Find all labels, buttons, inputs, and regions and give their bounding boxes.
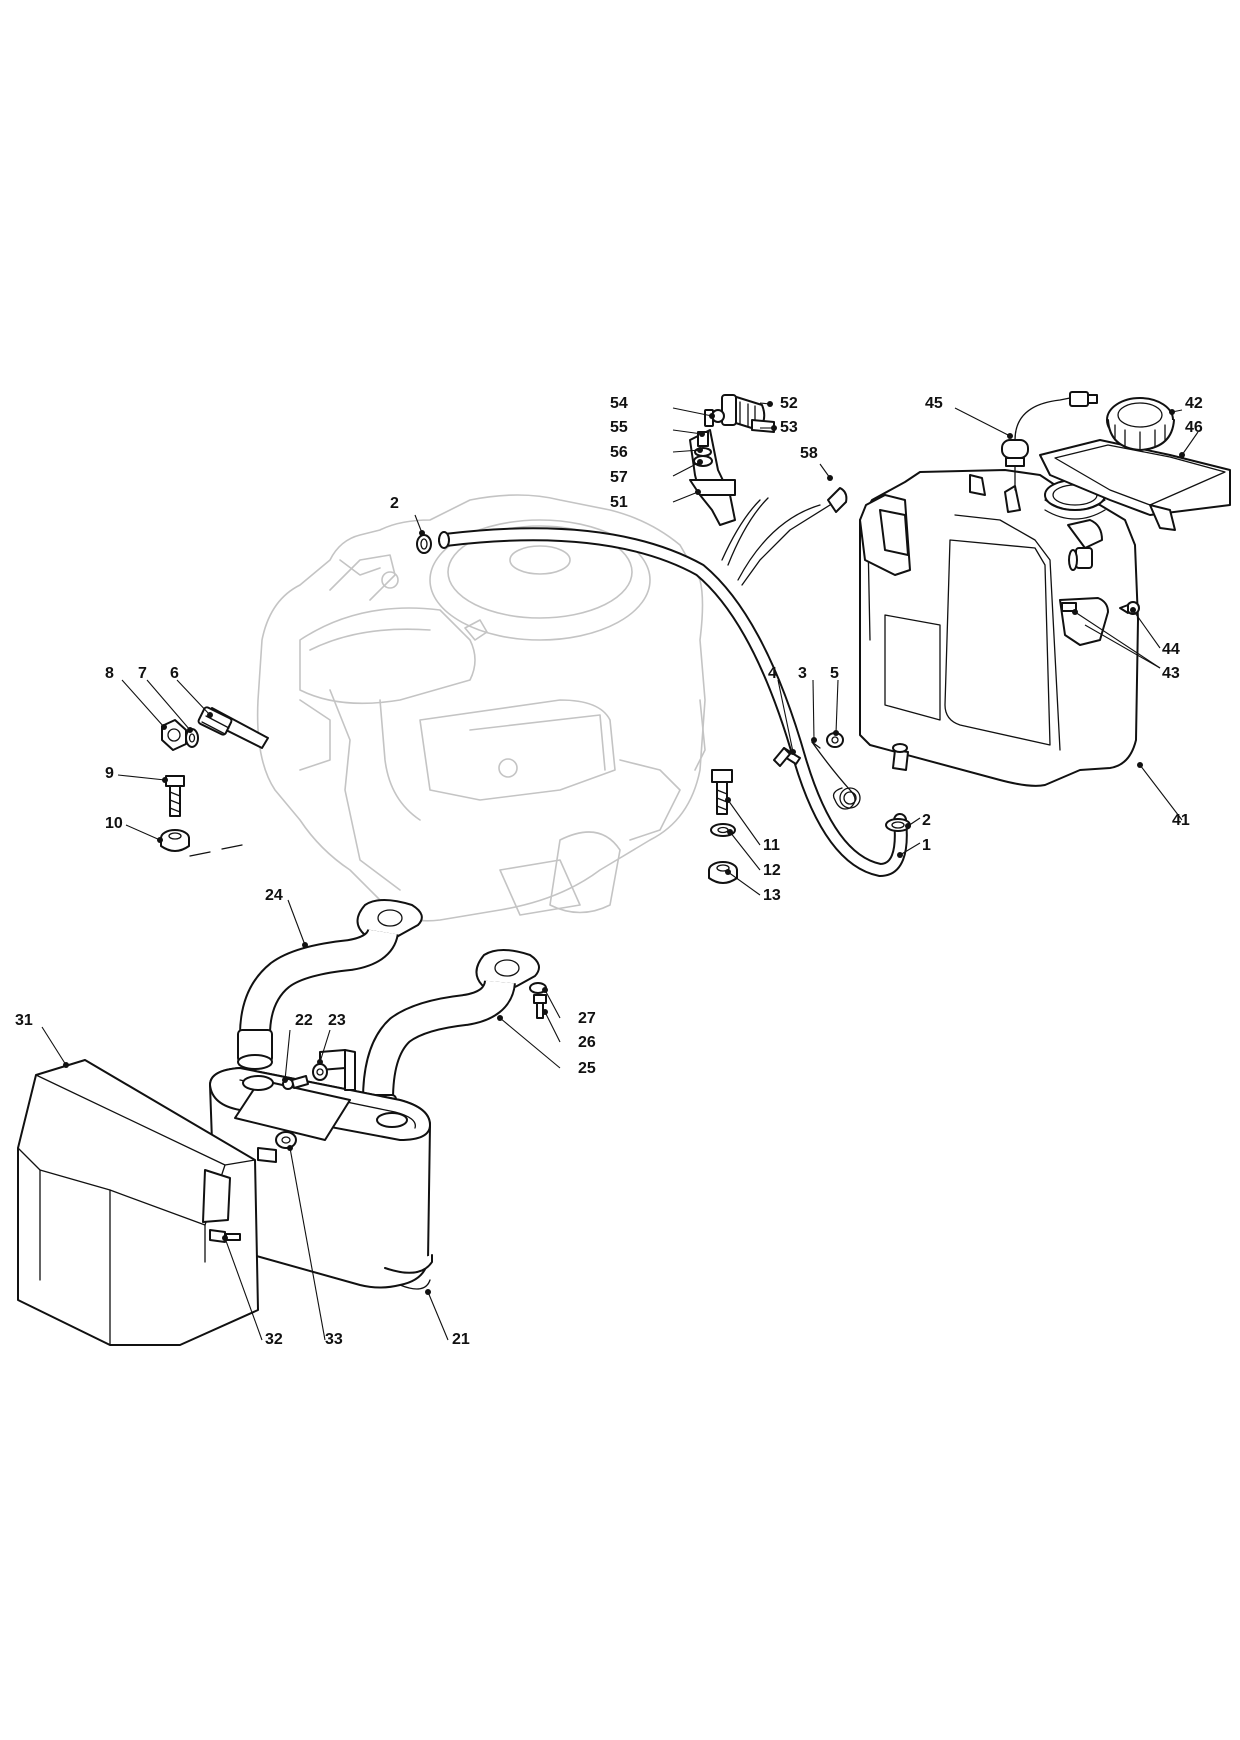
fuel-line: [438, 527, 908, 878]
callout-27: 27: [578, 1010, 596, 1027]
callout-26: 26: [578, 1034, 596, 1051]
callout-52: 52: [780, 395, 798, 412]
callout-33: 33: [325, 1331, 343, 1348]
callout-11: 11: [763, 837, 780, 854]
callout-24: 24: [265, 887, 283, 904]
fuel-sensor: [1001, 391, 1098, 491]
callout-54: 54: [610, 395, 628, 412]
bolt-26-27: [529, 982, 547, 1019]
callout-12: 12: [763, 862, 781, 879]
throttle-assembly: [689, 394, 848, 586]
callout-7: 7: [138, 665, 147, 682]
callout-9: 9: [105, 765, 114, 782]
callout-57: 57: [610, 469, 628, 486]
engine-ghost: [256, 494, 706, 922]
callout-23: 23: [328, 1012, 346, 1029]
exhaust-pipe-24: [237, 899, 423, 1070]
callout-4: 4: [768, 665, 777, 682]
callout-25: 25: [578, 1060, 596, 1077]
callout-42: 42: [1185, 395, 1203, 412]
callout-44: 44: [1162, 641, 1180, 658]
leader-lines: [41, 402, 1199, 1341]
callout-2-bottom: 2: [922, 812, 931, 829]
fuel-tank: [859, 469, 1140, 787]
callout-2-top: 2: [390, 495, 399, 512]
callout-1: 1: [922, 837, 931, 854]
muffler: [209, 1049, 433, 1290]
callout-8: 8: [105, 665, 114, 682]
callout-31: 31: [15, 1012, 33, 1029]
callout-32: 32: [265, 1331, 283, 1348]
callout-13: 13: [763, 887, 781, 904]
callout-53: 53: [780, 419, 798, 436]
callout-45: 45: [925, 395, 943, 412]
left-fittings: [160, 706, 269, 857]
tank-filler: [1039, 397, 1231, 531]
callout-10: 10: [105, 815, 123, 832]
callout-46: 46: [1185, 419, 1203, 436]
heat-shield: [17, 1059, 259, 1346]
callout-3: 3: [798, 665, 807, 682]
callout-dots: [63, 401, 1185, 1295]
callout-55: 55: [610, 419, 628, 436]
callout-56: 56: [610, 444, 628, 461]
callout-5: 5: [830, 665, 839, 682]
hose-clamp-top: [416, 534, 432, 554]
callout-21: 21: [452, 1331, 470, 1348]
callout-43: 43: [1162, 665, 1180, 682]
callout-22: 22: [295, 1012, 313, 1029]
callout-6: 6: [170, 665, 179, 682]
callout-41: 41: [1172, 812, 1190, 829]
callout-labels: 54 55 56 57 51 52 53 58 45 42 46 2 8 7 6…: [15, 395, 1203, 1348]
bolt-stack-11-13: [708, 769, 738, 884]
callout-58: 58: [800, 445, 818, 462]
mid-fittings: [773, 732, 861, 810]
callout-51: 51: [610, 494, 628, 511]
